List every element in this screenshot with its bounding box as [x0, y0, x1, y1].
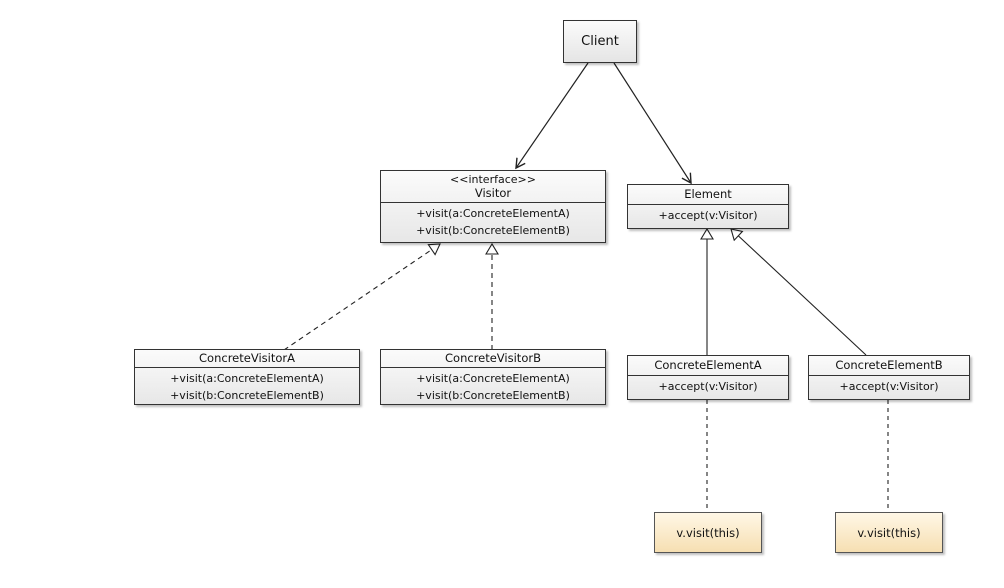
note-element-b[interactable]: v.visit(this)	[835, 512, 943, 553]
element-b-generalization	[730, 228, 867, 356]
client-to-visitor-arrow	[515, 62, 589, 170]
concrete-visitor-b-class[interactable]: ConcreteVisitorB +visit(a:ConcreteElemen…	[380, 349, 606, 405]
concrete-element-b-name: ConcreteElementB	[835, 358, 943, 372]
concrete-visitor-a-operations: +visit(a:ConcreteElementA) +visit(b:Conc…	[135, 368, 359, 406]
element-op: +accept(v:Visitor)	[658, 209, 758, 222]
concrete-element-a-name: ConcreteElementA	[654, 358, 762, 372]
concrete-visitor-a-op: +visit(a:ConcreteElementA)	[170, 372, 324, 385]
note-element-a[interactable]: v.visit(this)	[654, 512, 762, 553]
concrete-visitor-b-header: ConcreteVisitorB	[381, 350, 605, 368]
visitor-operations: +visit(a:ConcreteElementA) +visit(b:Conc…	[381, 203, 605, 241]
concrete-visitor-b-op: +visit(a:ConcreteElementA)	[416, 372, 570, 385]
concrete-element-a-class[interactable]: ConcreteElementA +accept(v:Visitor)	[627, 355, 789, 400]
visitor-interface[interactable]: <<interface>> Visitor +visit(a:ConcreteE…	[380, 170, 606, 243]
visitor-name: Visitor	[474, 186, 512, 200]
concrete-element-b-header: ConcreteElementB	[809, 356, 969, 376]
concrete-visitor-a-op: +visit(b:ConcreteElementB)	[170, 389, 324, 402]
client-class[interactable]: Client	[563, 20, 637, 63]
concrete-element-b-operations: +accept(v:Visitor)	[809, 376, 969, 397]
client-label: Client	[581, 34, 619, 49]
note-element-b-text: v.visit(this)	[857, 525, 921, 540]
visitor-header: <<interface>> Visitor	[381, 171, 605, 203]
concrete-visitor-a-name: ConcreteVisitorA	[199, 351, 295, 365]
visitor-op: +visit(b:ConcreteElementB)	[416, 224, 570, 237]
concrete-visitor-b-name: ConcreteVisitorB	[445, 351, 541, 365]
element-class[interactable]: Element +accept(v:Visitor)	[627, 184, 789, 229]
client-to-element-arrow	[613, 62, 692, 185]
concrete-visitor-b-op: +visit(b:ConcreteElementB)	[416, 389, 570, 402]
visitor-a-realization	[283, 243, 441, 351]
concrete-element-b-class[interactable]: ConcreteElementB +accept(v:Visitor)	[808, 355, 970, 400]
concrete-element-a-header: ConcreteElementA	[628, 356, 788, 376]
concrete-visitor-a-class[interactable]: ConcreteVisitorA +visit(a:ConcreteElemen…	[134, 349, 360, 405]
concrete-element-b-op: +accept(v:Visitor)	[839, 380, 939, 393]
element-header: Element	[628, 185, 788, 205]
concrete-element-a-op: +accept(v:Visitor)	[658, 380, 758, 393]
element-operations: +accept(v:Visitor)	[628, 205, 788, 226]
note-element-a-text: v.visit(this)	[676, 525, 740, 540]
visitor-stereotype: <<interface>>	[450, 173, 536, 186]
visitor-op: +visit(a:ConcreteElementA)	[416, 207, 570, 220]
concrete-visitor-b-operations: +visit(a:ConcreteElementA) +visit(b:Conc…	[381, 368, 605, 406]
element-name: Element	[684, 187, 732, 201]
concrete-visitor-a-header: ConcreteVisitorA	[135, 350, 359, 368]
concrete-element-a-operations: +accept(v:Visitor)	[628, 376, 788, 397]
